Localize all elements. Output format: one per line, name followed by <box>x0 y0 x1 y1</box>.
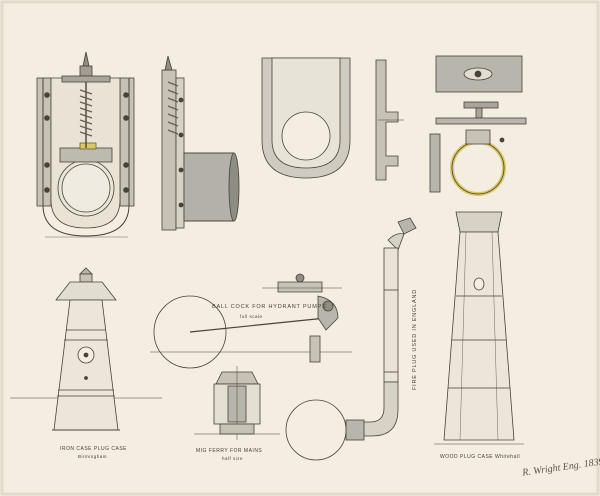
iron-case-caption: IRON CASE PLUG CASE <box>60 446 128 452</box>
wood-plug-caption: WOOD PLUG CASE Whitehall <box>440 454 521 460</box>
u-plate-view <box>261 57 351 179</box>
cap-plate-and-ring <box>429 55 527 196</box>
iron-case-subcaption: Birmingham <box>78 454 108 459</box>
ballcock-scale-label: full scale <box>240 314 263 319</box>
valve-side-view <box>161 55 240 231</box>
main-fire-plug-caption: MIG FERRY FOR MAINS <box>196 448 263 454</box>
ballcock-title: BALL COCK FOR HYDRANT PUMPS <box>212 304 327 310</box>
iron-case-plug <box>10 267 162 431</box>
channel-section <box>375 59 404 181</box>
fire-plug-vertical-label: FIRE PLUG USED IN ENGLAND <box>412 289 418 390</box>
ball-cock <box>150 273 352 369</box>
fire-plug-pipe <box>285 217 417 461</box>
wood-plug-case <box>434 211 524 445</box>
valve-front-view <box>36 51 135 238</box>
main-fire-plug-subcaption: half size <box>222 456 244 461</box>
main-fire-plug-section <box>194 366 280 440</box>
